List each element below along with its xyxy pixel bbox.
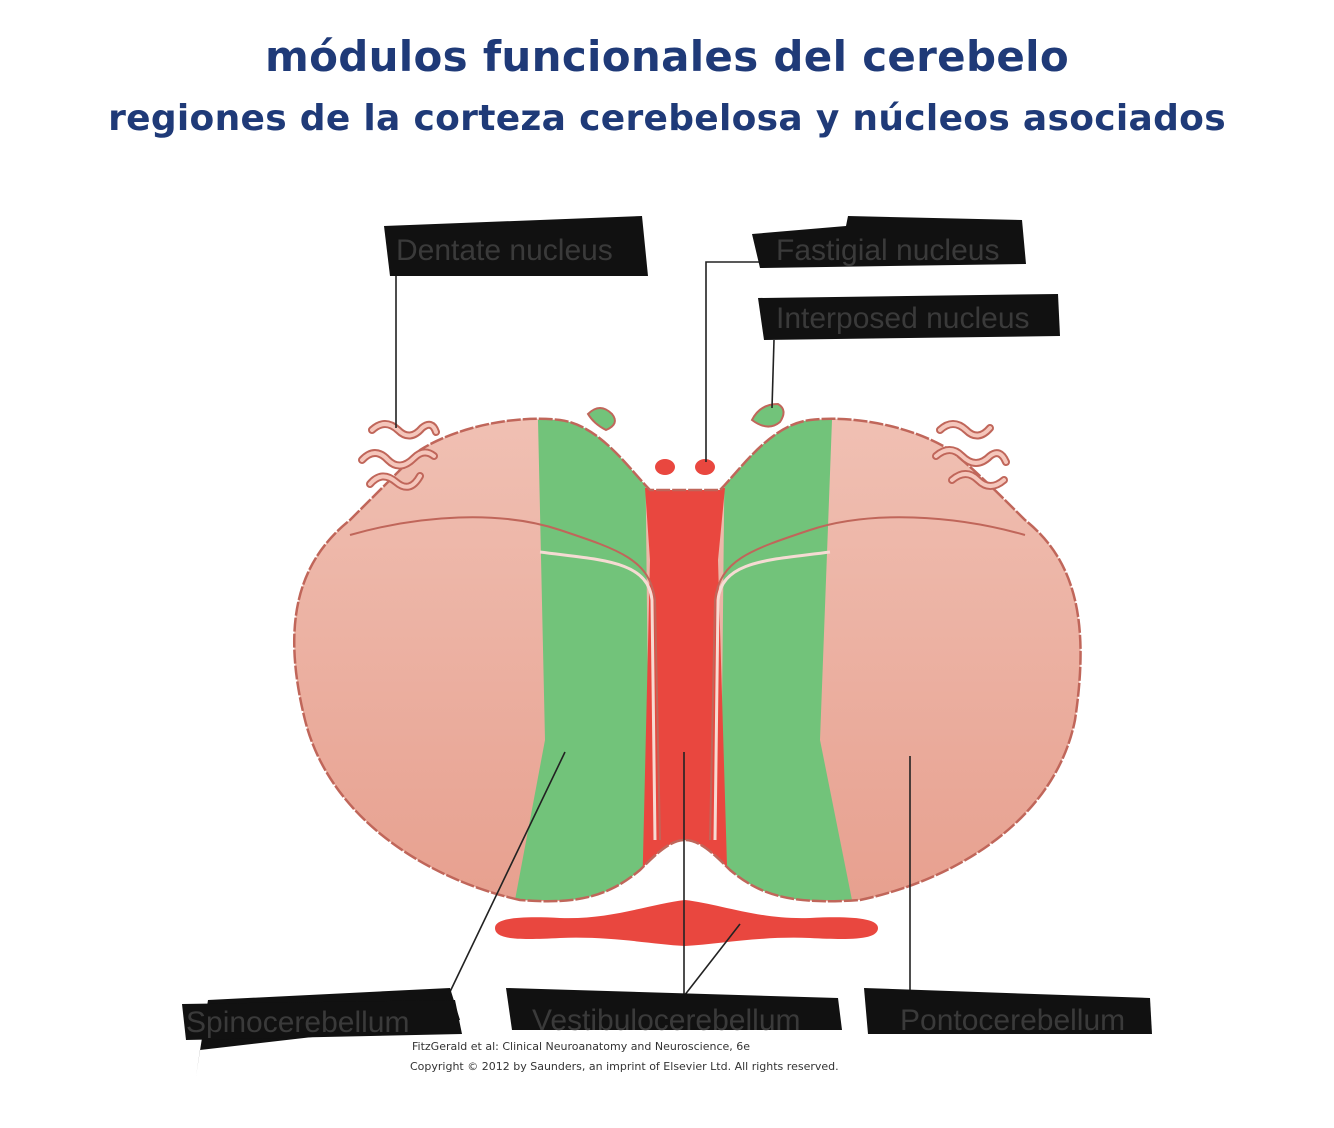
label-spinocerebellum: Spinocerebellum: [182, 988, 462, 1076]
redaction-bar: [506, 988, 842, 1030]
left-interposed-nucleus: [586, 407, 616, 432]
left-fastigial-nucleus: [655, 459, 675, 475]
right-fastigial-nucleus: [695, 459, 715, 475]
left-green-zone: [515, 420, 650, 900]
svg-text:Pontocerebellum: Pontocerebellum: [900, 1004, 1125, 1037]
redaction-bar: [384, 216, 648, 276]
flocculonodular-band: [495, 900, 878, 946]
label-vestibulocerebellum: Vestibulocerebellum: [506, 988, 842, 1037]
svg-text:Spinocerebellum: Spinocerebellum: [186, 1006, 409, 1039]
credit-line-2: Copyright © 2012 by Saunders, an imprint…: [410, 1060, 839, 1073]
right-green-zone: [720, 420, 852, 900]
label-pontocerebellum: Pontocerebellum: [864, 988, 1152, 1037]
page-subtitle: regiones de la corteza cerebelosa y núcl…: [108, 98, 1226, 139]
page-title: módulos funcionales del cerebelo: [265, 32, 1069, 81]
svg-text:Dentate nucleus: Dentate nucleus: [396, 234, 613, 267]
svg-text:Vestibulocerebellum: Vestibulocerebellum: [532, 1004, 801, 1037]
central-red-zone: [642, 488, 728, 900]
cerebellum-body: [293, 417, 1082, 903]
redaction-bar: [182, 1000, 462, 1040]
svg-text:Fastigial nucleus: Fastigial nucleus: [776, 234, 999, 267]
svg-text:Interposed nucleus: Interposed nucleus: [776, 302, 1030, 335]
label-interposed: Interposed nucleus: [758, 294, 1060, 340]
redaction-bar: [758, 294, 1060, 340]
label-dentate: Dentate nucleus: [384, 216, 648, 276]
label-fastigial: Fastigial nucleus: [752, 216, 1026, 268]
right-interposed-nucleus: [750, 402, 785, 428]
redaction-bar: [752, 216, 1026, 268]
redaction-bar: [864, 988, 1152, 1034]
credit-line-1: FitzGerald et al: Clinical Neuroanatomy …: [412, 1040, 750, 1053]
leader-lines: [395, 261, 911, 997]
